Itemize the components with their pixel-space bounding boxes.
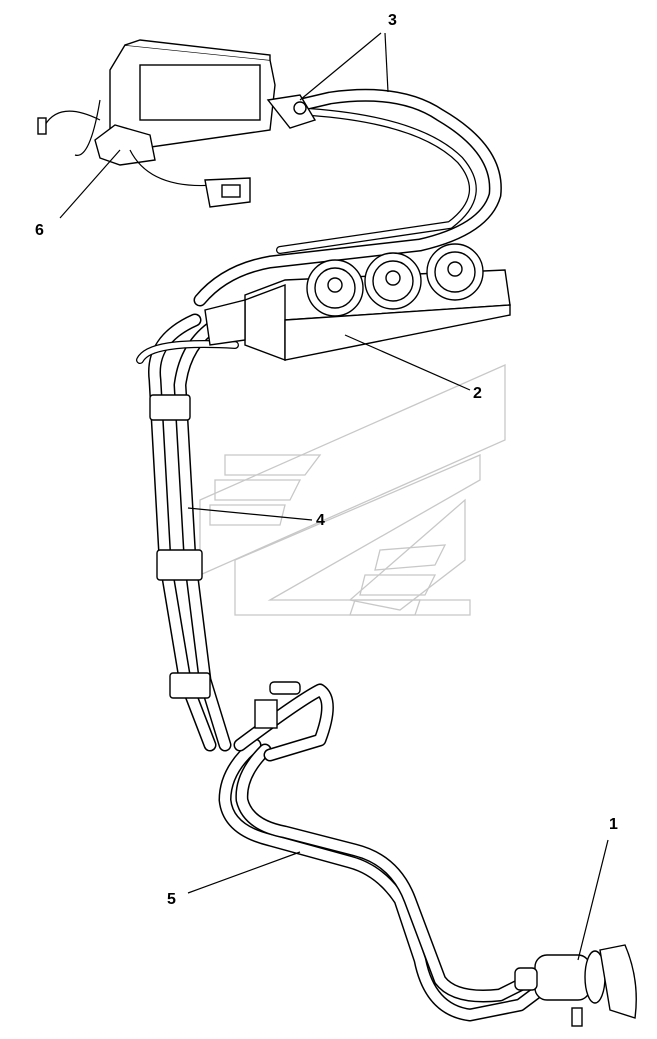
hose-assembly-3 (193, 88, 502, 307)
hose-assembly-5 (218, 681, 547, 1022)
callout-3: 3 (388, 12, 397, 29)
callout-5: 5 (167, 891, 176, 908)
condenser-unit-2 (204, 243, 511, 362)
callout-6: 6 (35, 222, 44, 239)
compressor-1 (514, 944, 637, 1027)
evaporator-unit-6 (37, 39, 317, 208)
callout-1: 1 (609, 816, 618, 833)
callout-4: 4 (316, 512, 325, 529)
leader-lines (59, 32, 609, 961)
callout-2: 2 (473, 385, 482, 402)
hose-assembly-4 (136, 313, 239, 752)
watermark-logo (199, 364, 506, 616)
